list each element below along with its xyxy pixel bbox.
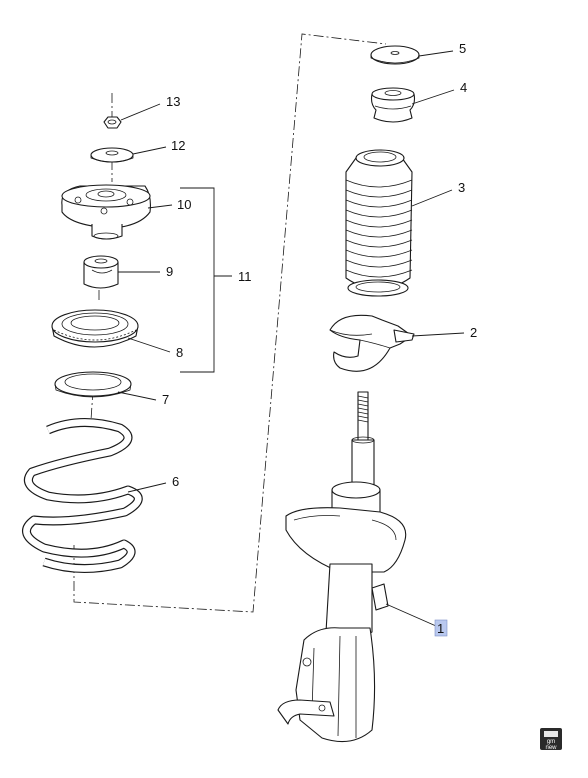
callout-12[interactable]: 12: [171, 138, 185, 153]
leader-lines: [117, 50, 465, 627]
callout-7[interactable]: 7: [162, 392, 169, 407]
part-13-nut: [103, 116, 122, 129]
callout-10[interactable]: 10: [177, 197, 191, 212]
callout-2[interactable]: 2: [470, 325, 477, 340]
part-6-coil-spring: [22, 417, 143, 574]
gm-parts-icon: gm new: [540, 728, 562, 751]
part-4-bump-stop: [370, 87, 416, 123]
part-9-bushing: [83, 255, 119, 289]
logo-text: gm new: [545, 739, 557, 751]
logo-screen: [544, 731, 558, 737]
part-10-upper-mount: [61, 184, 151, 240]
part-7-spring-seat: [54, 371, 132, 398]
callout-8[interactable]: 8: [176, 345, 183, 360]
part-1-strut-body: [277, 481, 407, 743]
callout-13[interactable]: 13: [166, 94, 180, 109]
assembly-dashed-line: [73, 33, 387, 613]
callout-1-highlight: [434, 619, 448, 637]
part-12-washer: [90, 147, 134, 163]
callout-3[interactable]: 3: [458, 180, 465, 195]
callout-9[interactable]: 9: [166, 264, 173, 279]
callout-6[interactable]: 6: [172, 474, 179, 489]
callout-1[interactable]: 1: [437, 621, 444, 636]
callout-5[interactable]: 5: [459, 41, 466, 56]
callout-11[interactable]: 11: [238, 269, 252, 284]
part-5-washer: [370, 45, 420, 65]
callout-4[interactable]: 4: [460, 80, 467, 95]
part-3-dust-boot: [345, 149, 413, 297]
part-8-bearing: [51, 309, 139, 348]
part-2-spring-insulator: [329, 314, 415, 372]
piston-rod: [351, 391, 375, 491]
